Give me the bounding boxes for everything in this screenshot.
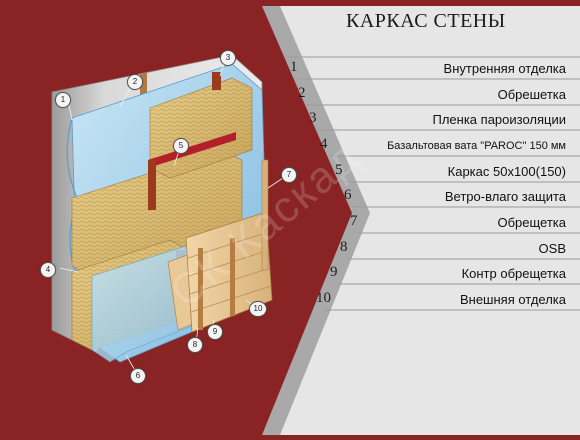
legend-number: 5 xyxy=(335,162,343,178)
legend-number: 4 xyxy=(320,136,328,152)
legend-panel xyxy=(280,6,580,435)
legend-label: Базальтовая вата "PAROC" 150 мм xyxy=(387,140,566,152)
legend-row-2: 2 Обрешетка xyxy=(0,83,580,105)
callout-2: 2 xyxy=(127,74,143,90)
legend-row-8: 8 OSB xyxy=(0,237,580,259)
legend-row-7: 7 Обрещетка xyxy=(0,211,580,233)
callout-3: 3 xyxy=(220,50,236,66)
counter-batten-b xyxy=(230,238,235,316)
legend-label: Внешняя отделка xyxy=(459,292,566,307)
callout-5: 5 xyxy=(173,138,189,154)
legend-row-9: 9 Контр обрещетка xyxy=(0,262,580,284)
legend-label: OSB xyxy=(538,241,566,256)
legend-number: 6 xyxy=(344,187,352,203)
legend-number: 2 xyxy=(298,85,306,101)
legend-label: Пленка пароизоляции xyxy=(432,112,567,127)
legend-label: Ветро-влаго защита xyxy=(444,189,566,204)
legend-label: Обрещетка xyxy=(497,215,566,230)
callout-7: 7 xyxy=(281,167,297,183)
callout-6: 6 xyxy=(130,368,146,384)
legend-row-6: 6 Ветро-влаго защита xyxy=(0,185,580,207)
legend-label: Внутренняя отделка xyxy=(443,61,566,76)
callout-1: 1 xyxy=(55,92,71,108)
legend-row-5: 5 Каркас 50х100(150) xyxy=(0,160,580,182)
legend-row-10: 10 Внешняя отделка xyxy=(0,288,580,310)
outer-batten-a xyxy=(261,159,269,271)
legend-number: 9 xyxy=(330,264,338,280)
legend-row-4: 4 Базальтовая вата "PAROC" 150 мм xyxy=(0,134,580,156)
legend-row-3: 3 Пленка пароизоляции xyxy=(0,108,580,130)
legend-number: 10 xyxy=(316,290,331,306)
legend-row-1: 1 Внутренняя отделка xyxy=(0,57,580,79)
page-title: КАРКАС СТЕНЫ xyxy=(346,10,506,32)
callout-9: 9 xyxy=(207,324,223,340)
legend-label: Контр обрещетка xyxy=(461,266,566,281)
frame-stud-horizontal xyxy=(148,132,236,168)
frame-stud-a xyxy=(148,160,156,210)
legend-number: 1 xyxy=(290,59,298,75)
callout-4: 4 xyxy=(40,262,56,278)
frame-stud-b xyxy=(212,72,221,90)
legend-number: 8 xyxy=(340,239,348,255)
legend-label: Обрешетка xyxy=(497,87,566,102)
callout-8: 8 xyxy=(187,337,203,353)
legend-number: 3 xyxy=(309,110,317,126)
legend-label: Каркас 50х100(150) xyxy=(447,164,566,179)
counter-batten-a xyxy=(198,248,203,330)
outer-finish-boards xyxy=(185,211,273,333)
insulation-upper-texture xyxy=(72,150,242,276)
legend-number: 7 xyxy=(350,213,358,229)
callout-10: 10 xyxy=(249,301,267,317)
